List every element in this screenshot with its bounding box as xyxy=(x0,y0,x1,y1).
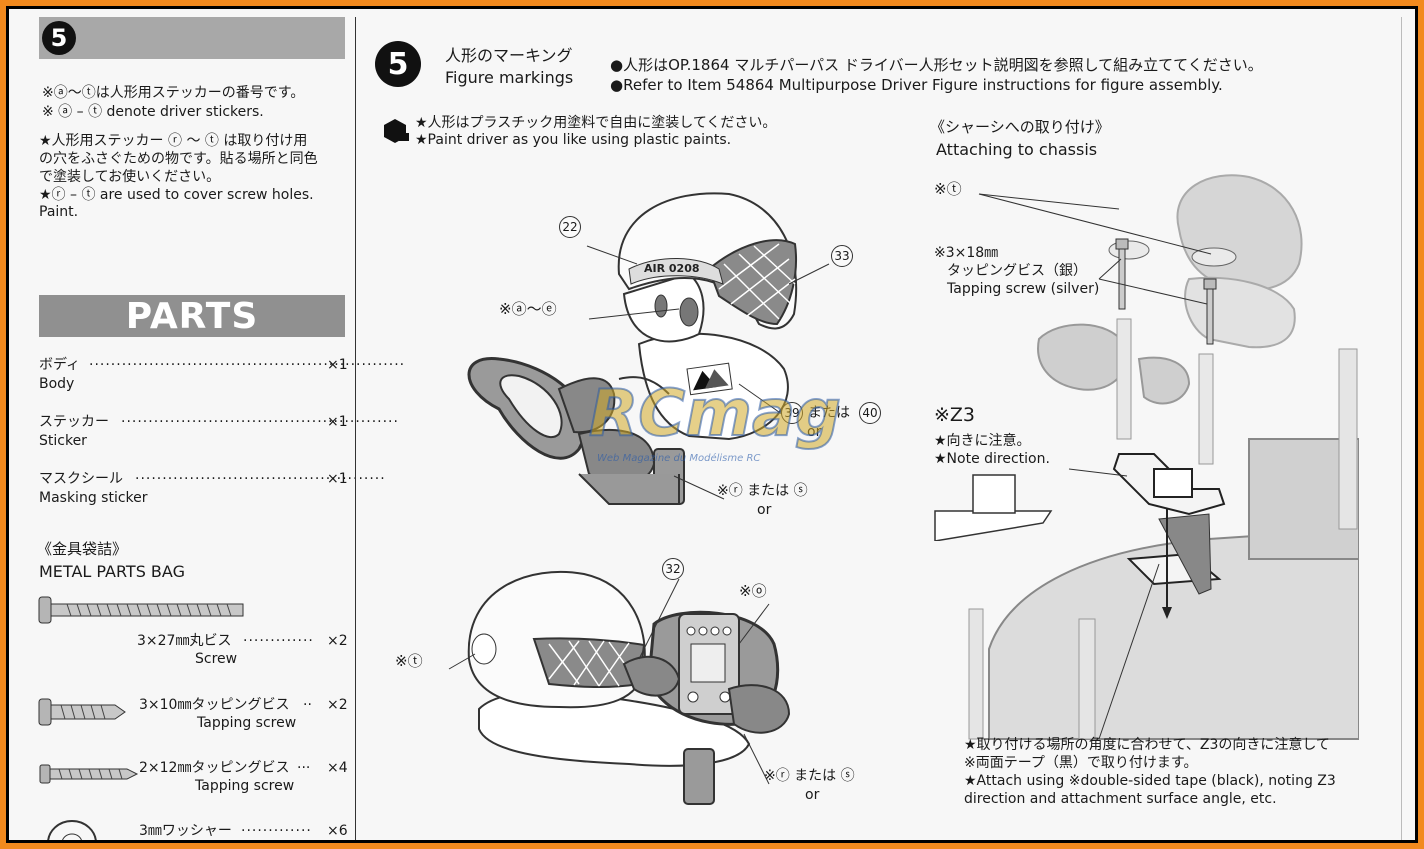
attach-note-en-2: direction and attachment surface angle, … xyxy=(964,791,1277,807)
part-mask-leader: ········································… xyxy=(135,471,386,487)
figure-markings-title-jp: 人形のマーキング xyxy=(445,46,573,65)
paint-note-en: ★Paint driver as you like using plastic … xyxy=(415,132,732,148)
metal-bag-jp: 《金具袋詰》 xyxy=(37,540,128,558)
parts-title: PARTS xyxy=(39,295,345,337)
cover-note-jp-2: の穴をふさぐための物です。貼る場所と同色 xyxy=(39,151,318,167)
callout-33: 33 xyxy=(831,245,853,267)
driver-figure-rear-illustration xyxy=(448,570,791,805)
callout-39: 39 xyxy=(781,402,803,424)
callout-r-s-upper-or: or xyxy=(757,502,772,518)
screw-27mm-leader: ············· xyxy=(243,633,314,649)
sticker-note-en: ※ ⓐ – ⓣ denote driver stickers. xyxy=(42,104,264,120)
part-body-en: Body xyxy=(39,376,75,392)
cover-note-en-1: ★ⓡ – ⓣ are used to cover screw holes. xyxy=(39,187,314,203)
tapping-10mm-leader: ·· xyxy=(303,697,312,713)
callout-39-40-or-jp: または xyxy=(808,405,850,421)
part-sticker-en: Sticker xyxy=(39,433,87,449)
part-body-qty: ×1 xyxy=(327,357,348,373)
z3-direction-jp: ★向きに注意。 xyxy=(934,433,1031,449)
attach-note-en-1: ★Attach using ※double-sided tape (black)… xyxy=(964,773,1336,789)
tapping-12mm-leader: ··· xyxy=(297,760,311,776)
chassis-title-jp: 《シャーシへの取り付け》 xyxy=(930,118,1110,136)
part-mask-en: Masking sticker xyxy=(39,490,148,506)
helmet-logo-text: AIR 0208 xyxy=(644,262,700,275)
part-sticker-jp: ステッカー xyxy=(39,414,109,430)
cover-note-jp-1: ★人形用ステッカー ⓡ 〜 ⓣ は取り付け用 xyxy=(39,133,308,149)
washer-qty: ×6 xyxy=(327,823,348,839)
instruction-page: 5 ※ⓐ〜ⓣは人形用ステッカーの番号です。 ※ ⓐ – ⓣ denote dri… xyxy=(9,9,1415,840)
callout-a-e: ※ⓐ〜ⓔ xyxy=(499,300,557,318)
paint-brush-icon xyxy=(384,119,409,143)
chassis-mount-illustration xyxy=(968,174,1359,740)
part-body-jp: ボディ xyxy=(39,357,81,373)
screw-27mm-en: Screw xyxy=(195,651,238,667)
tapping-10mm-en: Tapping screw xyxy=(197,715,297,731)
tapping-screw-12mm-drawing xyxy=(39,764,139,784)
figure-markings-title-en: Figure markings xyxy=(445,68,574,87)
assembly-ref-en: ●Refer to Item 54864 Multipurpose Driver… xyxy=(610,76,1223,94)
right-edge-line xyxy=(1401,17,1402,840)
attach-note-jp-2: ※両面テープ（黒）で取り付けます。 xyxy=(964,755,1198,771)
chassis-callout-t: ※ⓣ xyxy=(934,180,962,198)
paint-note-jp: ★人形はプラスチック用塗料で自由に塗装してください。 xyxy=(415,115,777,131)
rcmag-watermark: RCmag xyxy=(588,376,842,452)
part-body-leader: ········································… xyxy=(89,357,406,373)
callout-o: ※ⓞ xyxy=(739,582,767,600)
callout-22: 22 xyxy=(559,216,581,238)
step-header-bar xyxy=(39,17,345,59)
callout-r-s-lower-or: or xyxy=(805,787,820,803)
washer-drawing xyxy=(47,820,97,840)
chassis-title-en: Attaching to chassis xyxy=(936,140,1098,159)
tapping-10mm-jp: 3×10㎜タッピングビス xyxy=(139,697,290,713)
screw-type-jp: タッピングビス（銀） xyxy=(947,263,1087,279)
screw-type-en: Tapping screw (silver) xyxy=(947,281,1100,297)
column-divider xyxy=(355,17,356,840)
screw-27mm-jp: 3×27㎜丸ビス xyxy=(137,633,232,649)
part-sticker-qty: ×1 xyxy=(327,414,348,430)
part-mask-jp: マスクシール xyxy=(39,471,123,487)
washer-jp: 3㎜ワッシャー xyxy=(139,823,232,839)
screw-size-jp: ※3×18㎜ xyxy=(934,245,999,261)
tapping-screw-10mm-drawing xyxy=(38,698,126,726)
step-number-badge: 5 xyxy=(42,21,76,55)
tapping-12mm-en: Tapping screw xyxy=(195,778,295,794)
callout-32: 32 xyxy=(662,558,684,580)
callout-39-40-or-en: or xyxy=(807,424,822,440)
z3-label: ※Z3 xyxy=(934,404,976,426)
z3-direction-en: ★Note direction. xyxy=(934,451,1050,467)
callout-r-s-lower: ※ⓡ または ⓢ xyxy=(764,768,855,784)
sticker-note-jp: ※ⓐ〜ⓣは人形用ステッカーの番号です。 xyxy=(42,85,305,101)
main-step-badge: 5 xyxy=(375,41,421,87)
tapping-10mm-qty: ×2 xyxy=(327,697,348,713)
metal-bag-en: METAL PARTS BAG xyxy=(39,562,185,581)
cover-note-en-2: Paint. xyxy=(39,204,79,220)
assembly-ref-jp: ●人形はOP.1864 マルチパーパス ドライバー人形セット説明図を参照して組み… xyxy=(610,56,1263,74)
cover-note-jp-3: で塗装してお使いください。 xyxy=(39,169,221,185)
tapping-12mm-jp: 2×12㎜タッピングビス xyxy=(139,760,290,776)
attach-note-jp-1: ★取り付ける場所の角度に合わせて、Z3の向きに注意して xyxy=(964,737,1330,753)
part-mask-qty: ×1 xyxy=(327,471,348,487)
screw-27mm-drawing xyxy=(38,596,244,624)
washer-leader: ············· xyxy=(241,823,312,839)
callout-r-s-upper: ※ⓡ または ⓢ xyxy=(717,483,808,499)
tapping-12mm-qty: ×4 xyxy=(327,760,348,776)
part-sticker-leader: ········································… xyxy=(121,414,399,430)
z3-direction-diagram xyxy=(934,474,1053,541)
screw-27mm-qty: ×2 xyxy=(327,633,348,649)
callout-t-figure: ※ⓣ xyxy=(395,652,423,670)
rcmag-watermark-subtitle: Web Magazine du Modélisme RC xyxy=(597,453,761,464)
callout-40: 40 xyxy=(859,402,881,424)
driver-figure-front-illustration: AIR 0208 xyxy=(467,192,830,505)
